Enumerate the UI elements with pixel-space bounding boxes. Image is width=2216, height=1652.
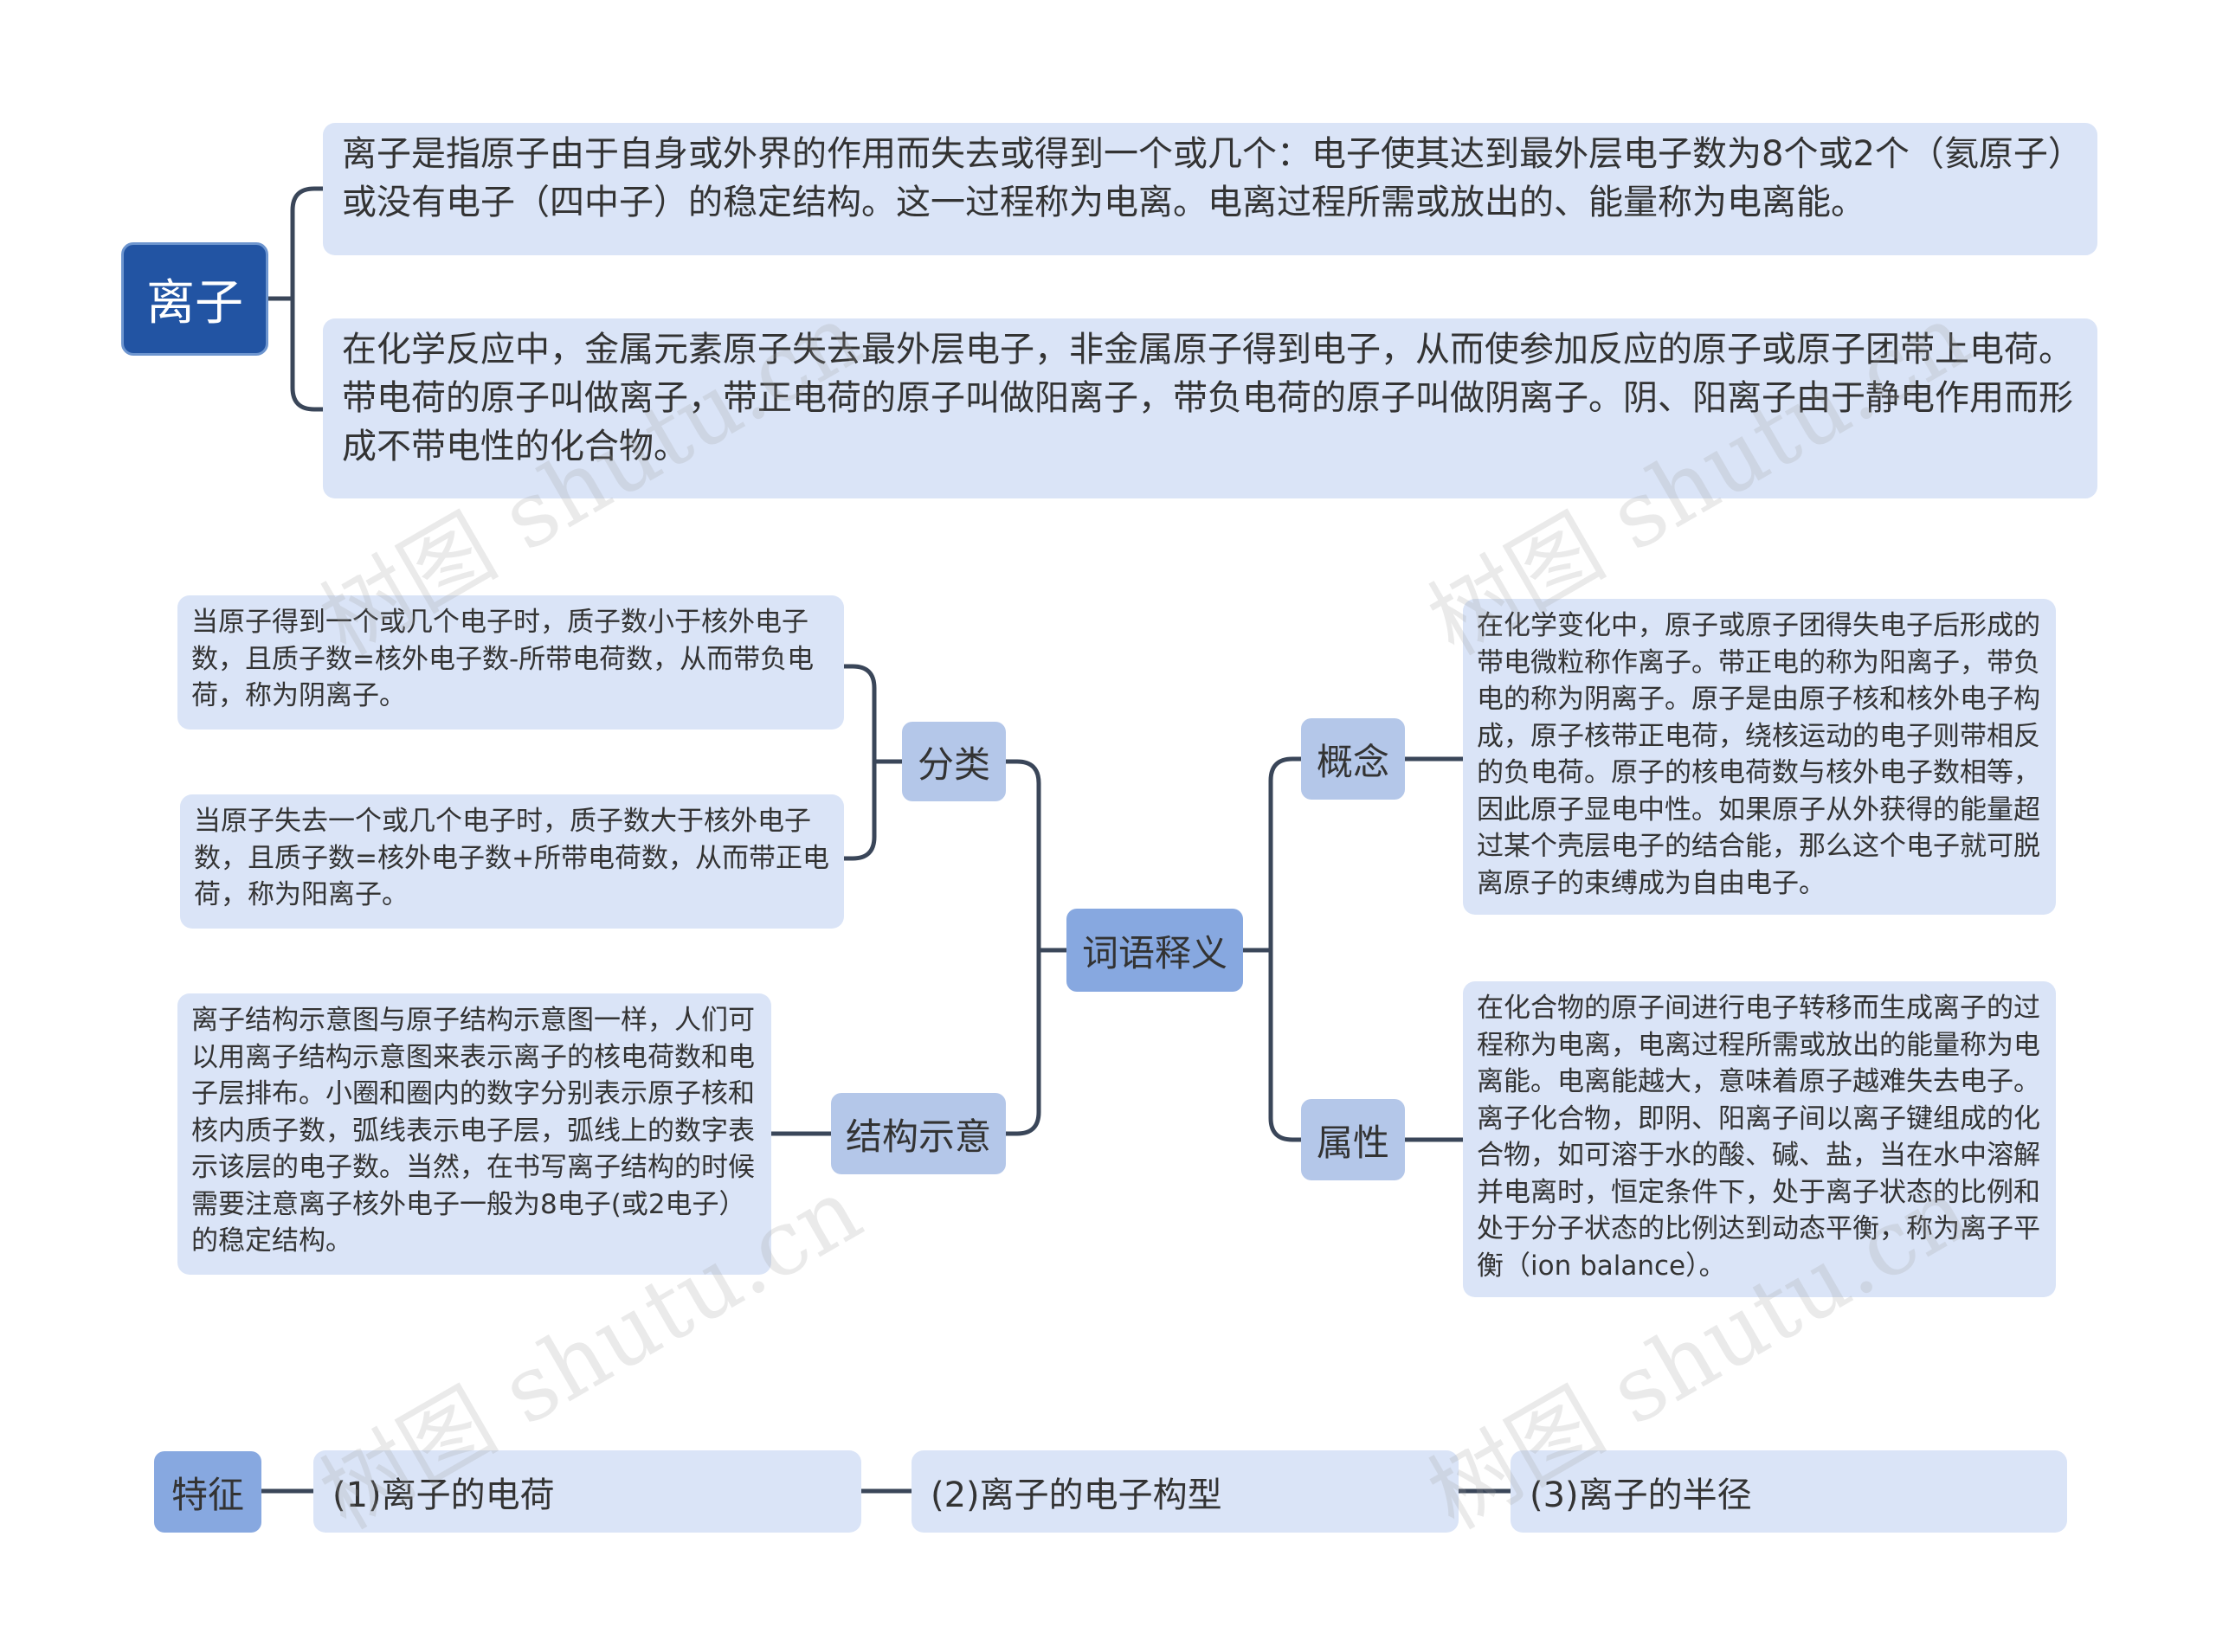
property-node[interactable]: 属性 (1301, 1099, 1405, 1180)
connector-center-left (1003, 759, 1069, 1136)
feature-label: 特征 (171, 1473, 244, 1516)
concept-box[interactable]: 在化学变化中，原子或原子团得失电子后形成的带电微粒称作离子。带正电的称为阳离子，… (1463, 599, 2056, 915)
feature-item-charge-text: (1)离子的电荷 (332, 1475, 555, 1515)
structure-text: 离子结构示意图与原子结构示意图一样，人们可以用离子结构示意图来表示离子的核电荷数… (191, 1005, 755, 1257)
center-node[interactable]: 词语释义 (1066, 909, 1243, 992)
property-text: 在化合物的原子间进行电子转移而生成离子的过程称为电离，电离过程所需或放出的能量称… (1477, 993, 2040, 1282)
anion-box[interactable]: 当原子得到一个或几个电子时，质子数小于核外电子数，且质子数=核外电子数-所带电荷… (177, 595, 844, 730)
root-node[interactable]: 离子 (121, 242, 268, 356)
connector-center-right (1240, 756, 1304, 1142)
connector-classify (841, 664, 905, 861)
feature-item-config-text: (2)离子的电子构型 (931, 1475, 1222, 1515)
concept-node[interactable]: 概念 (1301, 718, 1405, 800)
definition-box-2[interactable]: 在化学反应中，金属元素原子失去最外层电子，非金属原子得到电子，从而使参加反应的原… (323, 318, 2097, 498)
concept-text: 在化学变化中，原子或原子团得失电子后形成的带电微粒称作离子。带正电的称为阳离子，… (1477, 610, 2040, 899)
definition-text-2: 在化学反应中，金属元素原子失去最外层电子，非金属原子得到电子，从而使参加反应的原… (342, 330, 2073, 466)
definition-text-1: 离子是指原子由于自身或外界的作用而失去或得到一个或几个：电子使其达到最外层电子数… (342, 134, 2065, 222)
property-box[interactable]: 在化合物的原子间进行电子转移而生成离子的过程称为电离，电离过程所需或放出的能量称… (1463, 981, 2056, 1297)
feature-item-radius[interactable]: (3)离子的半径 (1511, 1450, 2067, 1533)
feature-node[interactable]: 特征 (154, 1451, 261, 1533)
feature-item-config[interactable]: (2)离子的电子构型 (912, 1450, 1459, 1533)
root-label: 离子 (146, 275, 243, 331)
anion-text: 当原子得到一个或几个电子时，质子数小于核外电子数，且质子数=核外电子数-所带电荷… (191, 607, 815, 711)
definition-box-1[interactable]: 离子是指原子由于自身或外界的作用而失去或得到一个或几个：电子使其达到最外层电子数… (323, 123, 2097, 255)
structure-box[interactable]: 离子结构示意图与原子结构示意图一样，人们可以用离子结构示意图来表示离子的核电荷数… (177, 993, 771, 1275)
classify-node[interactable]: 分类 (902, 722, 1006, 801)
feature-item-radius-text: (3)离子的半径 (1530, 1475, 1752, 1515)
connector-root (266, 186, 327, 412)
structure-label: 结构示意 (845, 1115, 991, 1158)
structure-node[interactable]: 结构示意 (831, 1093, 1006, 1174)
concept-label: 概念 (1316, 740, 1389, 783)
property-label: 属性 (1316, 1121, 1389, 1164)
cation-box[interactable]: 当原子失去一个或几个电子时，质子数大于核外电子数，且质子数=核外电子数+所带电荷… (180, 794, 844, 929)
classify-label: 分类 (917, 742, 990, 786)
feature-item-charge[interactable]: (1)离子的电荷 (313, 1450, 861, 1533)
cation-text: 当原子失去一个或几个电子时，质子数大于核外电子数，且质子数=核外电子数+所带电荷… (194, 806, 829, 910)
center-label: 词语释义 (1081, 931, 1227, 974)
